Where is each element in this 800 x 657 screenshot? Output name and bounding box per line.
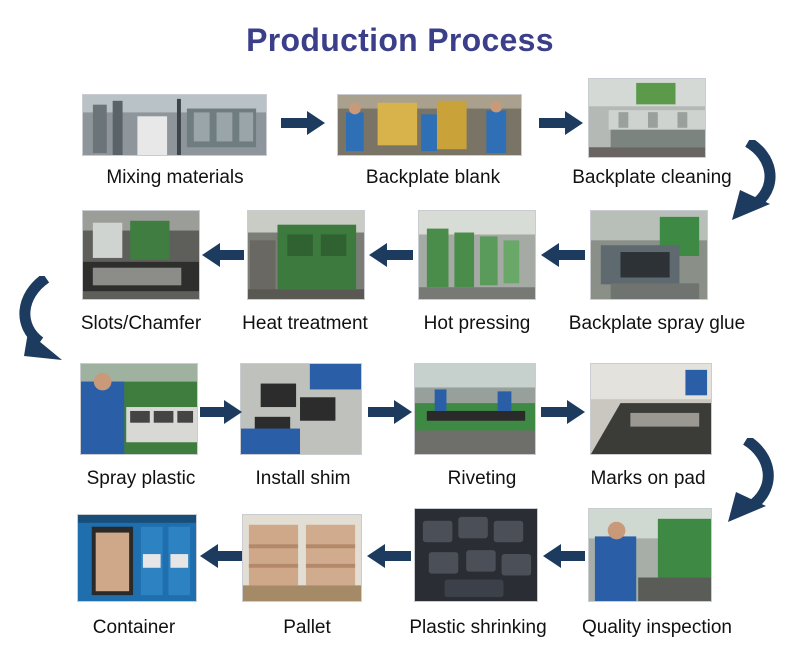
- page-title: Production Process: [246, 22, 554, 58]
- curved-arrow-down-icon: [19, 276, 62, 360]
- step-label: Backplate spray glue: [568, 313, 746, 334]
- step-label: Hot pressing: [423, 313, 531, 334]
- quality-inspection-photo: [588, 508, 712, 602]
- curved-arrow-down-icon: [728, 438, 774, 522]
- step-label: Container: [92, 617, 176, 638]
- arrow-right-icon: [539, 111, 583, 135]
- curved-arrow-down-icon: [732, 140, 776, 220]
- arrow-left-icon: [200, 544, 242, 568]
- arrow-right-icon: [281, 111, 325, 135]
- arrow-left-icon: [202, 243, 244, 267]
- step-label: Slots/Chamfer: [80, 313, 202, 334]
- backplate-blank-photo: [337, 94, 522, 156]
- arrow-left-icon: [543, 544, 585, 568]
- backplate-spray-glue-photo: [590, 210, 708, 300]
- arrow-right-icon: [541, 400, 585, 424]
- plastic-shrinking-photo: [414, 508, 538, 602]
- spray-plastic-photo: [80, 363, 198, 455]
- container-photo: [77, 514, 197, 602]
- pallet-photo: [242, 514, 362, 602]
- arrow-left-icon: [369, 243, 413, 267]
- step-label: Plastic shrinking: [409, 617, 547, 638]
- arrow-left-icon: [541, 243, 585, 267]
- step-label: Mixing materials: [106, 167, 244, 188]
- arrow-left-icon: [367, 544, 411, 568]
- step-label: Quality inspection: [582, 617, 732, 638]
- riveting-photo: [414, 363, 536, 455]
- step-label: Riveting: [447, 468, 517, 489]
- arrow-right-icon: [200, 400, 242, 424]
- step-label: Spray plastic: [86, 468, 196, 489]
- arrow-right-icon: [368, 400, 412, 424]
- backplate-cleaning-photo: [588, 78, 706, 158]
- step-label: Install shim: [255, 468, 351, 489]
- hot-pressing-photo: [418, 210, 536, 300]
- step-label: Marks on pad: [590, 468, 706, 489]
- step-label: Backplate blank: [365, 167, 501, 188]
- step-label: Pallet: [283, 617, 331, 638]
- mixing-materials-photo: [82, 94, 267, 156]
- step-label: Heat treatment: [242, 313, 368, 334]
- step-label: Backplate cleaning: [572, 167, 732, 188]
- slots-chamfer-photo: [82, 210, 200, 300]
- marks-on-pad-photo: [590, 363, 712, 455]
- install-shim-photo: [240, 363, 362, 455]
- heat-treatment-photo: [247, 210, 365, 300]
